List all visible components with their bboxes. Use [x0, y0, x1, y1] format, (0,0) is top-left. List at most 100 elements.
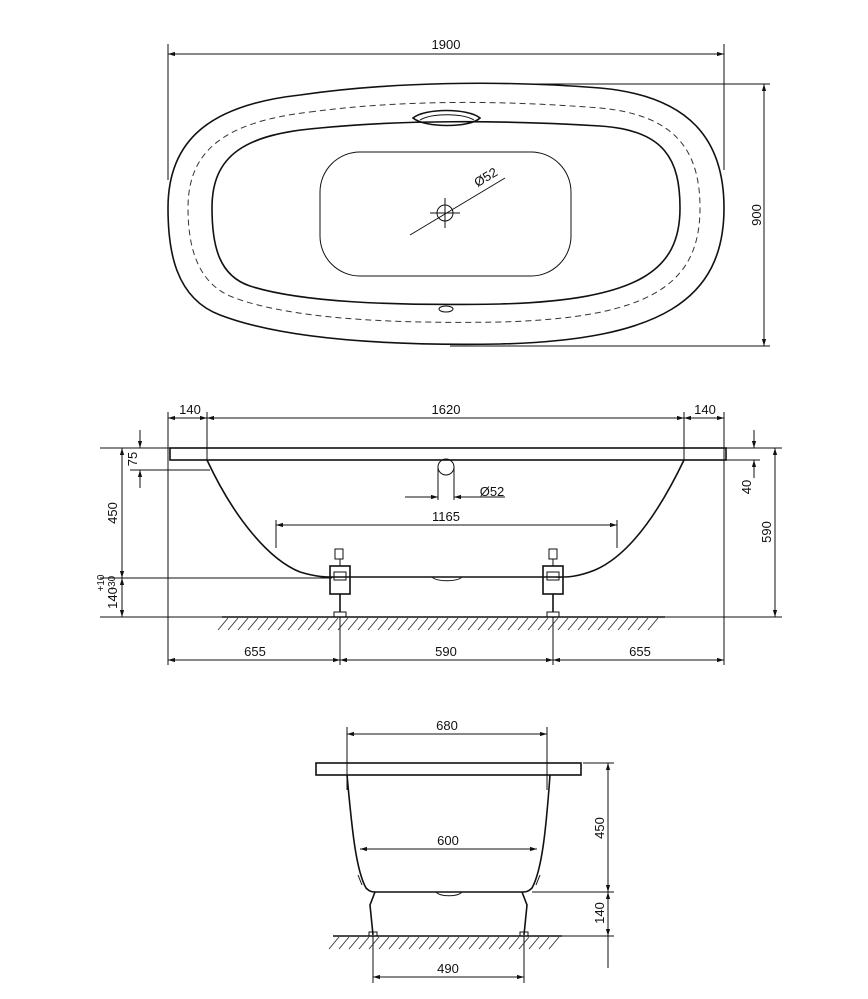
hatch-stroke: [478, 936, 490, 950]
end-rim-slab: [315, 762, 582, 776]
foot-spacing-label: 590: [435, 644, 457, 659]
hatch-stroke: [467, 617, 479, 631]
hatch-stroke: [537, 617, 549, 631]
tub-outer-rim: [167, 82, 725, 346]
hatch-stroke: [348, 936, 360, 950]
overall-width-label: 900: [749, 204, 764, 226]
hatch-stroke: [587, 617, 599, 631]
hatch-stroke: [327, 617, 339, 631]
hatch-stroke: [507, 617, 519, 631]
hatch-stroke: [617, 617, 629, 631]
foot-offset-right-label: 655: [629, 644, 651, 659]
drain-outlet: [431, 576, 463, 582]
end-drain-outlet: [435, 891, 463, 897]
drain-diameter-label: Ø52: [471, 164, 500, 190]
hatch-stroke: [487, 617, 499, 631]
hatch-stroke: [417, 617, 429, 631]
hatch-stroke: [468, 936, 480, 950]
end-body-profile: [346, 774, 551, 893]
hatch-stroke: [597, 617, 609, 631]
hatch-stroke: [317, 617, 329, 631]
hatch-stroke: [557, 617, 569, 631]
hatch-stroke: [267, 617, 279, 631]
foot-offset-left-label: 655: [244, 644, 266, 659]
rim-drop-label: 40: [739, 480, 754, 494]
end-depth-label: 450: [592, 817, 607, 839]
hatch-stroke: [508, 936, 520, 950]
hatch-stroke: [527, 617, 539, 631]
hatch-stroke: [458, 936, 470, 950]
overflow-notch: [411, 109, 482, 127]
hatch-stroke: [418, 936, 430, 950]
hatch-stroke: [347, 617, 359, 631]
top-view: 1900 900 Ø52: [167, 37, 770, 347]
tub-rim-slab: [169, 447, 727, 461]
hatch-stroke: [247, 617, 259, 631]
hatch-stroke: [277, 617, 289, 631]
hatch-stroke: [257, 617, 269, 631]
hatch-stroke: [397, 617, 409, 631]
hatch-stroke: [437, 617, 449, 631]
hatch-stroke: [408, 936, 420, 950]
hatch-stroke: [307, 617, 319, 631]
hatch-stroke: [237, 617, 249, 631]
rim-right-label: 140: [694, 402, 716, 417]
hatch-stroke: [448, 936, 460, 950]
hatch-stroke: [428, 936, 440, 950]
hatch-stroke: [567, 617, 579, 631]
right-foot: [542, 548, 564, 618]
hatch-stroke: [398, 936, 410, 950]
end-left-foot: [369, 891, 376, 936]
feet-spacing-label: 490: [437, 961, 459, 976]
end-detail: [357, 874, 363, 886]
left-foot: [329, 548, 351, 618]
bottom-width-label: 600: [437, 833, 459, 848]
hatch-stroke: [368, 936, 380, 950]
hatch-stroke: [607, 617, 619, 631]
top-width-label: 680: [436, 718, 458, 733]
hatch-stroke: [227, 617, 239, 631]
hatch-stroke: [498, 936, 510, 950]
bottom-notch: [438, 305, 454, 313]
overflow-notch-inner: [419, 114, 475, 121]
hatch-stroke: [217, 617, 229, 631]
hatch-stroke: [357, 617, 369, 631]
inner-length-label: 1620: [432, 402, 461, 417]
rim-left-label: 140: [179, 402, 201, 417]
hatch-stroke: [528, 936, 540, 950]
side-drain-circle: [437, 458, 455, 476]
side-drain-diameter-label: Ø52: [480, 484, 505, 499]
end-detail: [535, 874, 541, 886]
hatch-stroke: [388, 936, 400, 950]
tub-rim-dashed-edge: [187, 101, 701, 323]
hatch-stroke: [328, 936, 340, 950]
total-height-label: 590: [759, 521, 774, 543]
end-right-foot: [521, 891, 528, 936]
hatch-stroke: [367, 617, 379, 631]
hatch-stroke: [377, 617, 389, 631]
hatch-stroke: [358, 936, 370, 950]
hatch-stroke: [378, 936, 390, 950]
hatch-stroke: [627, 617, 639, 631]
drain-leader-line: [409, 177, 506, 236]
feet-tolerance-minus: -30: [107, 575, 118, 590]
feet-tolerance-plus: +10: [96, 574, 107, 591]
basin-floor: [319, 151, 572, 277]
overall-length-label: 1900: [432, 37, 461, 52]
hatch-stroke: [488, 936, 500, 950]
hatch-stroke: [517, 617, 529, 631]
hatch-stroke: [637, 617, 649, 631]
end-feet-height-label: 140: [592, 902, 607, 924]
hatch-stroke: [548, 936, 560, 950]
hatch-stroke: [457, 617, 469, 631]
hatch-stroke: [407, 617, 419, 631]
end-floor-hatch: [328, 936, 560, 950]
bottom-length-label: 1165: [432, 509, 460, 524]
hatch-stroke: [338, 936, 350, 950]
depth-label: 450: [105, 502, 120, 524]
hatch-stroke: [477, 617, 489, 631]
end-view: 680 600 450 140 490: [315, 718, 614, 983]
tub-inner-basin: [211, 120, 681, 306]
hatch-stroke: [297, 617, 309, 631]
